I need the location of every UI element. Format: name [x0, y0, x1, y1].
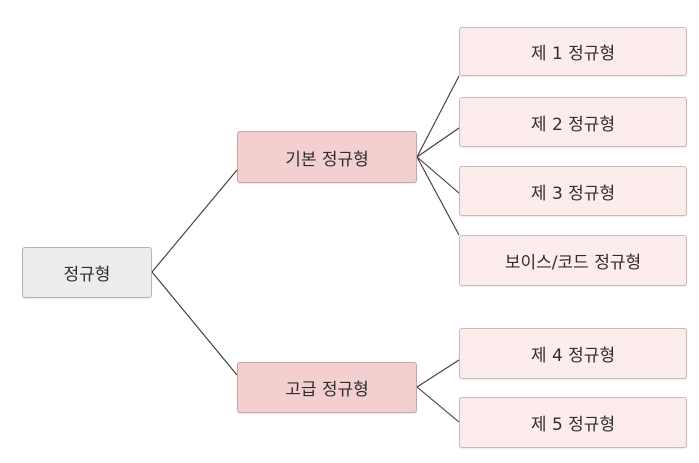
- edge-basic-1nf: [416, 75, 460, 158]
- node-basic-normal-form: 기본 정규형: [237, 131, 417, 183]
- node-advanced-normal-form: 고급 정규형: [237, 362, 417, 413]
- node-label: 제 3 정규형: [530, 183, 616, 204]
- node-fourth-normal-form: 제 4 정규형: [459, 328, 687, 379]
- node-boyce-codd-normal-form: 보이스/코드 정규형: [459, 235, 687, 286]
- node-label: 제 2 정규형: [530, 114, 616, 135]
- edge-basic-bcnf: [416, 156, 460, 236]
- node-normal-form-root: 정규형: [22, 247, 152, 298]
- node-label: 정규형: [63, 265, 111, 285]
- edge-basic-2nf: [416, 127, 460, 158]
- node-third-normal-form: 제 3 정규형: [459, 166, 687, 216]
- edge-root-advanced: [151, 271, 238, 376]
- node-first-normal-form: 제 1 정규형: [459, 27, 687, 76]
- edge-root-basic: [151, 169, 238, 273]
- node-label: 제 4 정규형: [530, 346, 616, 366]
- edge-advanced-4nf: [416, 359, 460, 388]
- edge-advanced-5nf: [416, 386, 460, 423]
- node-fifth-normal-form: 제 5 정규형: [459, 397, 687, 448]
- node-label: 제 5 정규형: [530, 415, 616, 435]
- node-label: 보이스/코드 정규형: [504, 253, 642, 273]
- node-label: 제 1 정규형: [530, 44, 616, 64]
- node-label: 고급 정규형: [285, 380, 369, 400]
- node-label: 기본 정규형: [285, 149, 369, 170]
- node-second-normal-form: 제 2 정규형: [459, 97, 687, 147]
- edge-basic-3nf: [416, 156, 460, 194]
